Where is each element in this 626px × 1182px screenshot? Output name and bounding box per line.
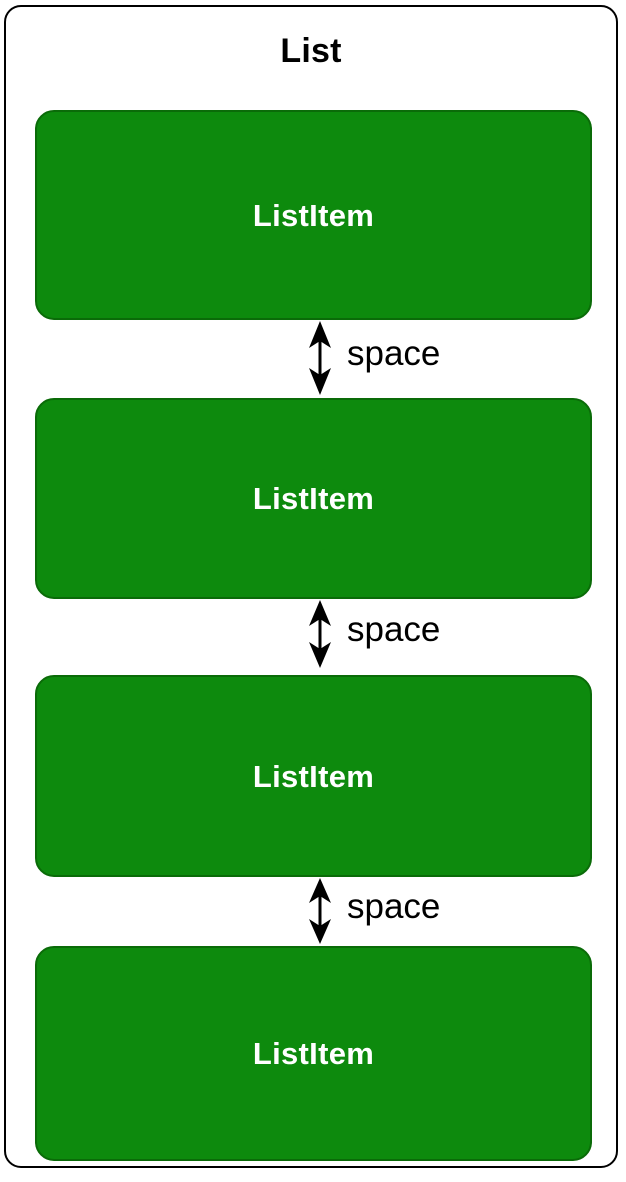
- list-item[interactable]: ListItem: [35, 675, 592, 877]
- list-item-label: ListItem: [252, 481, 375, 516]
- space-label: space: [347, 334, 441, 373]
- list-item[interactable]: ListItem: [35, 110, 592, 320]
- double-headed-vertical-arrow-icon: [309, 600, 331, 668]
- space-label: space: [347, 887, 441, 926]
- list-item-label: ListItem: [252, 197, 375, 233]
- space-label: space: [347, 610, 441, 649]
- list-item-label: ListItem: [252, 758, 375, 794]
- list-container: List ListItem ListItem ListItem ListItem…: [4, 5, 618, 1168]
- list-title: List: [280, 32, 342, 70]
- list-item[interactable]: ListItem: [35, 946, 592, 1161]
- list-item-label: ListItem: [252, 1036, 375, 1071]
- double-headed-vertical-arrow-icon: [309, 878, 331, 944]
- double-headed-vertical-arrow-icon: [309, 321, 331, 395]
- list-item[interactable]: ListItem: [35, 398, 592, 599]
